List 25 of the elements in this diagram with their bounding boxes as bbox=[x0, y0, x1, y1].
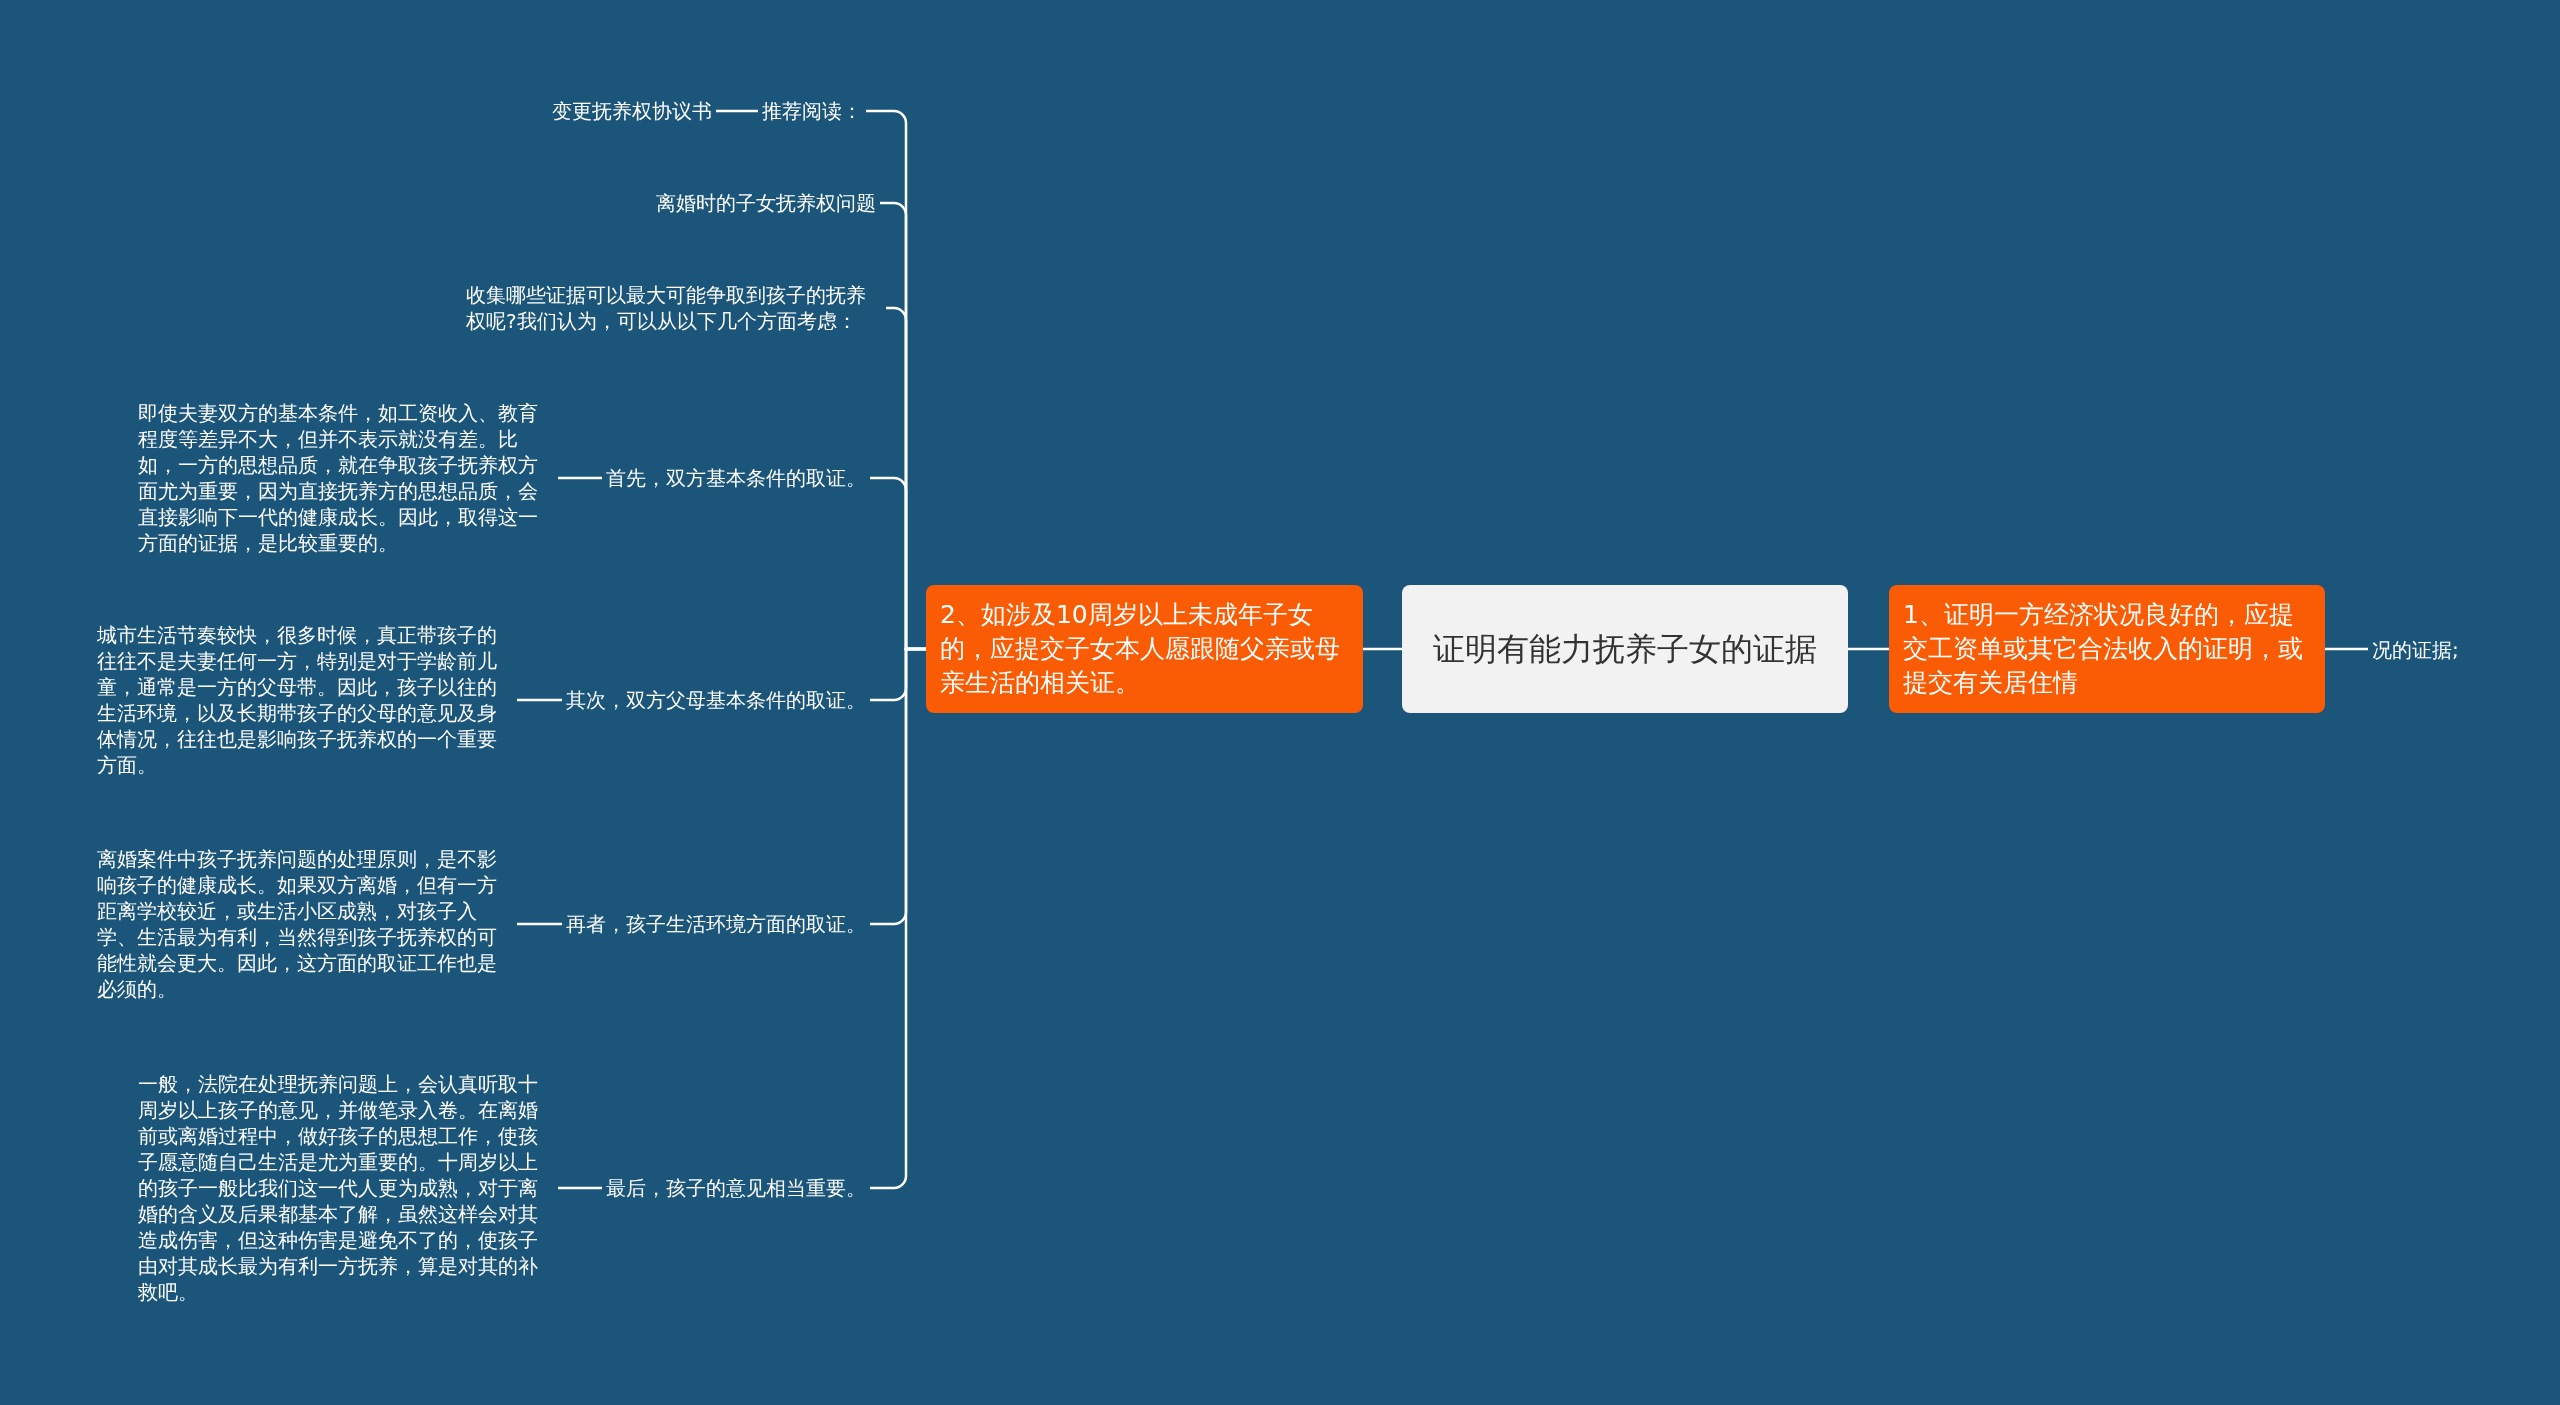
branch-text: 推荐阅读： bbox=[758, 98, 866, 124]
branch-text: 城市生活节奏较快，很多时候，真正带孩子的往往不是夫妻任何一方，特别是对于学龄前儿童，通常是一方的父母带。因此，孩子以往的生活环境，以及长期带孩子的父母的意见及身体情况，往往也是影响孩子抚养权的一个重要方面。 bbox=[93, 622, 517, 778]
branch-text: 收集哪些证据可以最大可能争取到孩子的抚养权呢?我们认为，可以从以下几个方面考虑： bbox=[462, 282, 886, 334]
branch-text: 最后，孩子的意见相当重要。 bbox=[602, 1175, 870, 1201]
connector-line bbox=[1848, 647, 1889, 651]
branch-text: 其次，双方父母基本条件的取证。 bbox=[562, 687, 870, 713]
connector-line bbox=[517, 698, 562, 702]
connector-line bbox=[517, 922, 562, 926]
branch-text: 变更抚养权协议书 bbox=[548, 98, 716, 124]
connector-line bbox=[2325, 647, 2368, 651]
connector-line bbox=[1363, 647, 1402, 651]
topic-box: 证明有能力抚养子女的证据 bbox=[1402, 585, 1848, 713]
connector-line bbox=[558, 476, 602, 480]
branch-text: 首先，双方基本条件的取证。 bbox=[602, 465, 870, 491]
branch-text: 离婚时的子女抚养权问题 bbox=[652, 190, 880, 216]
branch-text: 离婚案件中孩子抚养问题的处理原则，是不影响孩子的健康成长。如果双方离婚，但有一方距离学校较近，或生活小区成熟，对孩子入学、生活最为有利，当然得到孩子抚养权的可能性就会更大。因此，这方面的取证工作也是必须的。 bbox=[93, 846, 517, 1002]
connector-line bbox=[716, 109, 758, 113]
branch-box: 1、证明一方经济状况良好的，应提交工资单或其它合法收入的证明，或提交有关居住情 bbox=[1889, 585, 2325, 713]
branch-text: 即使夫妻双方的基本条件，如工资收入、教育程度等差异不大，但并不表示就没有差。比如，一方的思想品质，就在争取孩子抚养权方面尤为重要，因为直接抚养方的思想品质，会直接影响下一代的健康成长。因此，取得这一方面的证据，是比较重要的。 bbox=[134, 400, 558, 556]
branch-text: 再者，孩子生活环境方面的取证。 bbox=[562, 911, 870, 937]
branch-text: 一般，法院在处理抚养问题上，会认真听取十周岁以上孩子的意见，并做笔录入卷。在离婚前或离婚过程中，做好孩子的思想工作，使孩子愿意随自己生活是尤为重要的。十周岁以上的孩子一般比我们这一代人更为成熟，对于离婚的含义及后果都基本了解，虽然这样会对其造成伤害，但这种伤害是避免不了的，使孩子由对其成长最为有利一方抚养，算是对其的补救吧。 bbox=[134, 1071, 558, 1305]
connector-line bbox=[870, 647, 926, 1190]
branch-text: 况的证据; bbox=[2368, 637, 2463, 663]
branch-box: 2、如涉及10周岁以上未成年子女的，应提交子女本人愿跟随父亲或母亲生活的相关证。 bbox=[926, 585, 1363, 713]
connector-line bbox=[558, 1186, 602, 1190]
